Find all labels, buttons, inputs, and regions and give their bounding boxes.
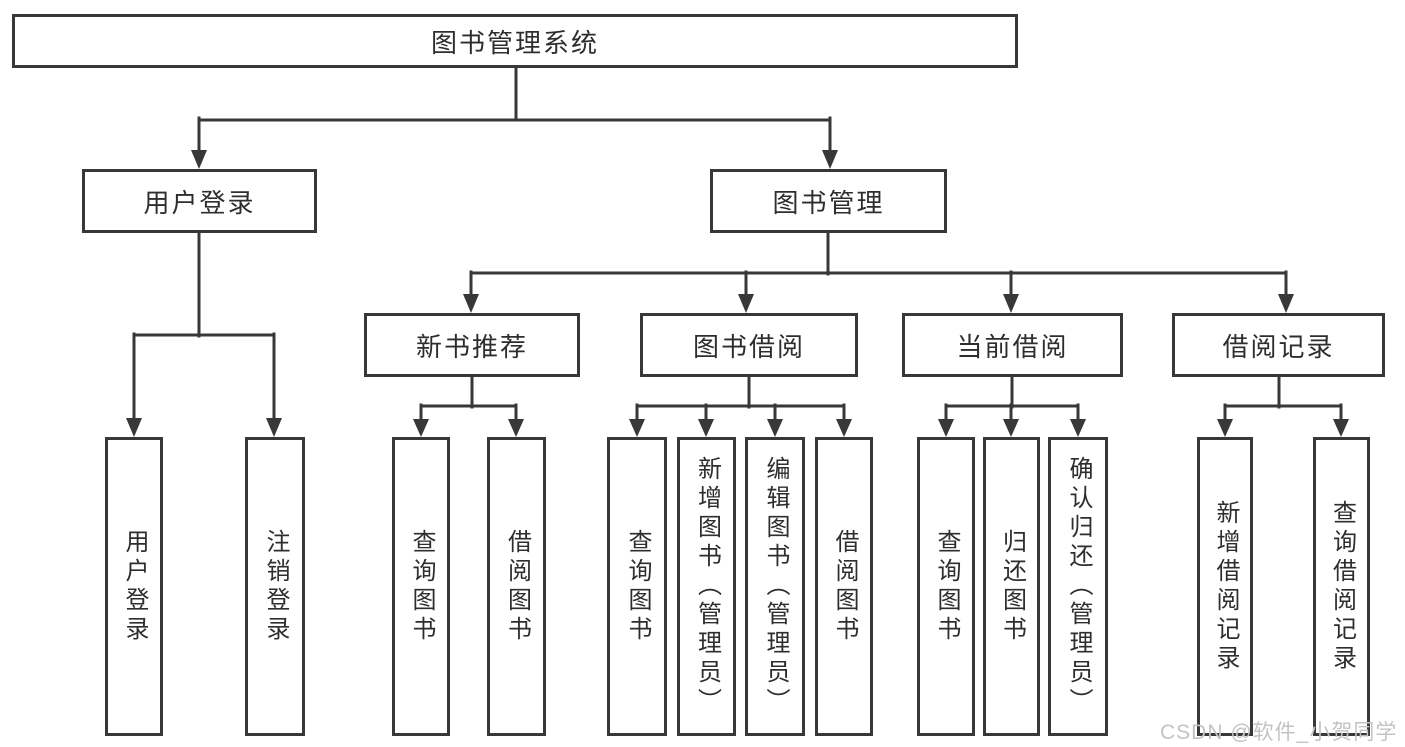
leaf-query-book-recommend: 查询图书 [392, 437, 450, 736]
leaf-add-borrow-record: 新增借阅记录 [1197, 437, 1253, 736]
node-label: 当前借阅 [956, 331, 1069, 362]
leaf-label: 注销登录 [262, 528, 289, 645]
leaf-edit-book-admin: 编辑图书（管理员） [745, 437, 805, 736]
node-label: 图书管理 [772, 187, 885, 218]
leaf-logout: 注销登录 [245, 437, 305, 736]
node-label: 用户登录 [143, 187, 256, 218]
leaf-label: 确认归还（管理员） [1065, 456, 1092, 717]
leaf-user-login: 用户登录 [105, 437, 163, 736]
leaf-label: 查询图书 [624, 528, 651, 645]
leaf-query-book-current: 查询图书 [917, 437, 975, 736]
csdn-watermark: CSDN @软件_小贺同学 [1160, 721, 1398, 744]
leaf-label: 查询图书 [933, 528, 960, 645]
node-book-management: 图书管理 [710, 169, 947, 233]
leaf-label: 查询图书 [408, 528, 435, 645]
leaf-label: 编辑图书（管理员） [762, 456, 789, 717]
leaf-label: 新增借阅记录 [1212, 499, 1239, 674]
leaf-query-book-borrow: 查询图书 [607, 437, 667, 736]
leaf-borrow-book-recommend: 借阅图书 [487, 437, 546, 736]
leaf-label: 借阅图书 [503, 528, 531, 645]
node-current-borrow: 当前借阅 [902, 313, 1123, 377]
leaf-borrow-book: 借阅图书 [815, 437, 873, 736]
node-label: 借阅记录 [1222, 331, 1335, 362]
node-label: 新书推荐 [415, 331, 528, 362]
leaf-label: 查询借阅记录 [1328, 499, 1356, 674]
leaf-label: 用户登录 [121, 528, 148, 645]
leaf-return-book: 归还图书 [983, 437, 1040, 736]
node-user-login: 用户登录 [82, 169, 317, 233]
leaf-label: 新增图书（管理员） [693, 456, 721, 717]
leaf-add-book-admin: 新增图书（管理员） [677, 437, 736, 736]
leaf-confirm-return-admin: 确认归还（管理员） [1048, 437, 1108, 736]
node-label: 图书管理系统 [430, 27, 599, 58]
node-label: 图书借阅 [692, 331, 805, 362]
node-borrow-records: 借阅记录 [1172, 313, 1385, 377]
leaf-label: 归还图书 [998, 528, 1026, 645]
node-new-book-recommend: 新书推荐 [364, 313, 580, 377]
node-book-borrow: 图书借阅 [640, 313, 858, 377]
leaf-label: 借阅图书 [831, 528, 858, 645]
leaf-query-borrow-record: 查询借阅记录 [1313, 437, 1370, 736]
node-system-root: 图书管理系统 [12, 14, 1018, 68]
